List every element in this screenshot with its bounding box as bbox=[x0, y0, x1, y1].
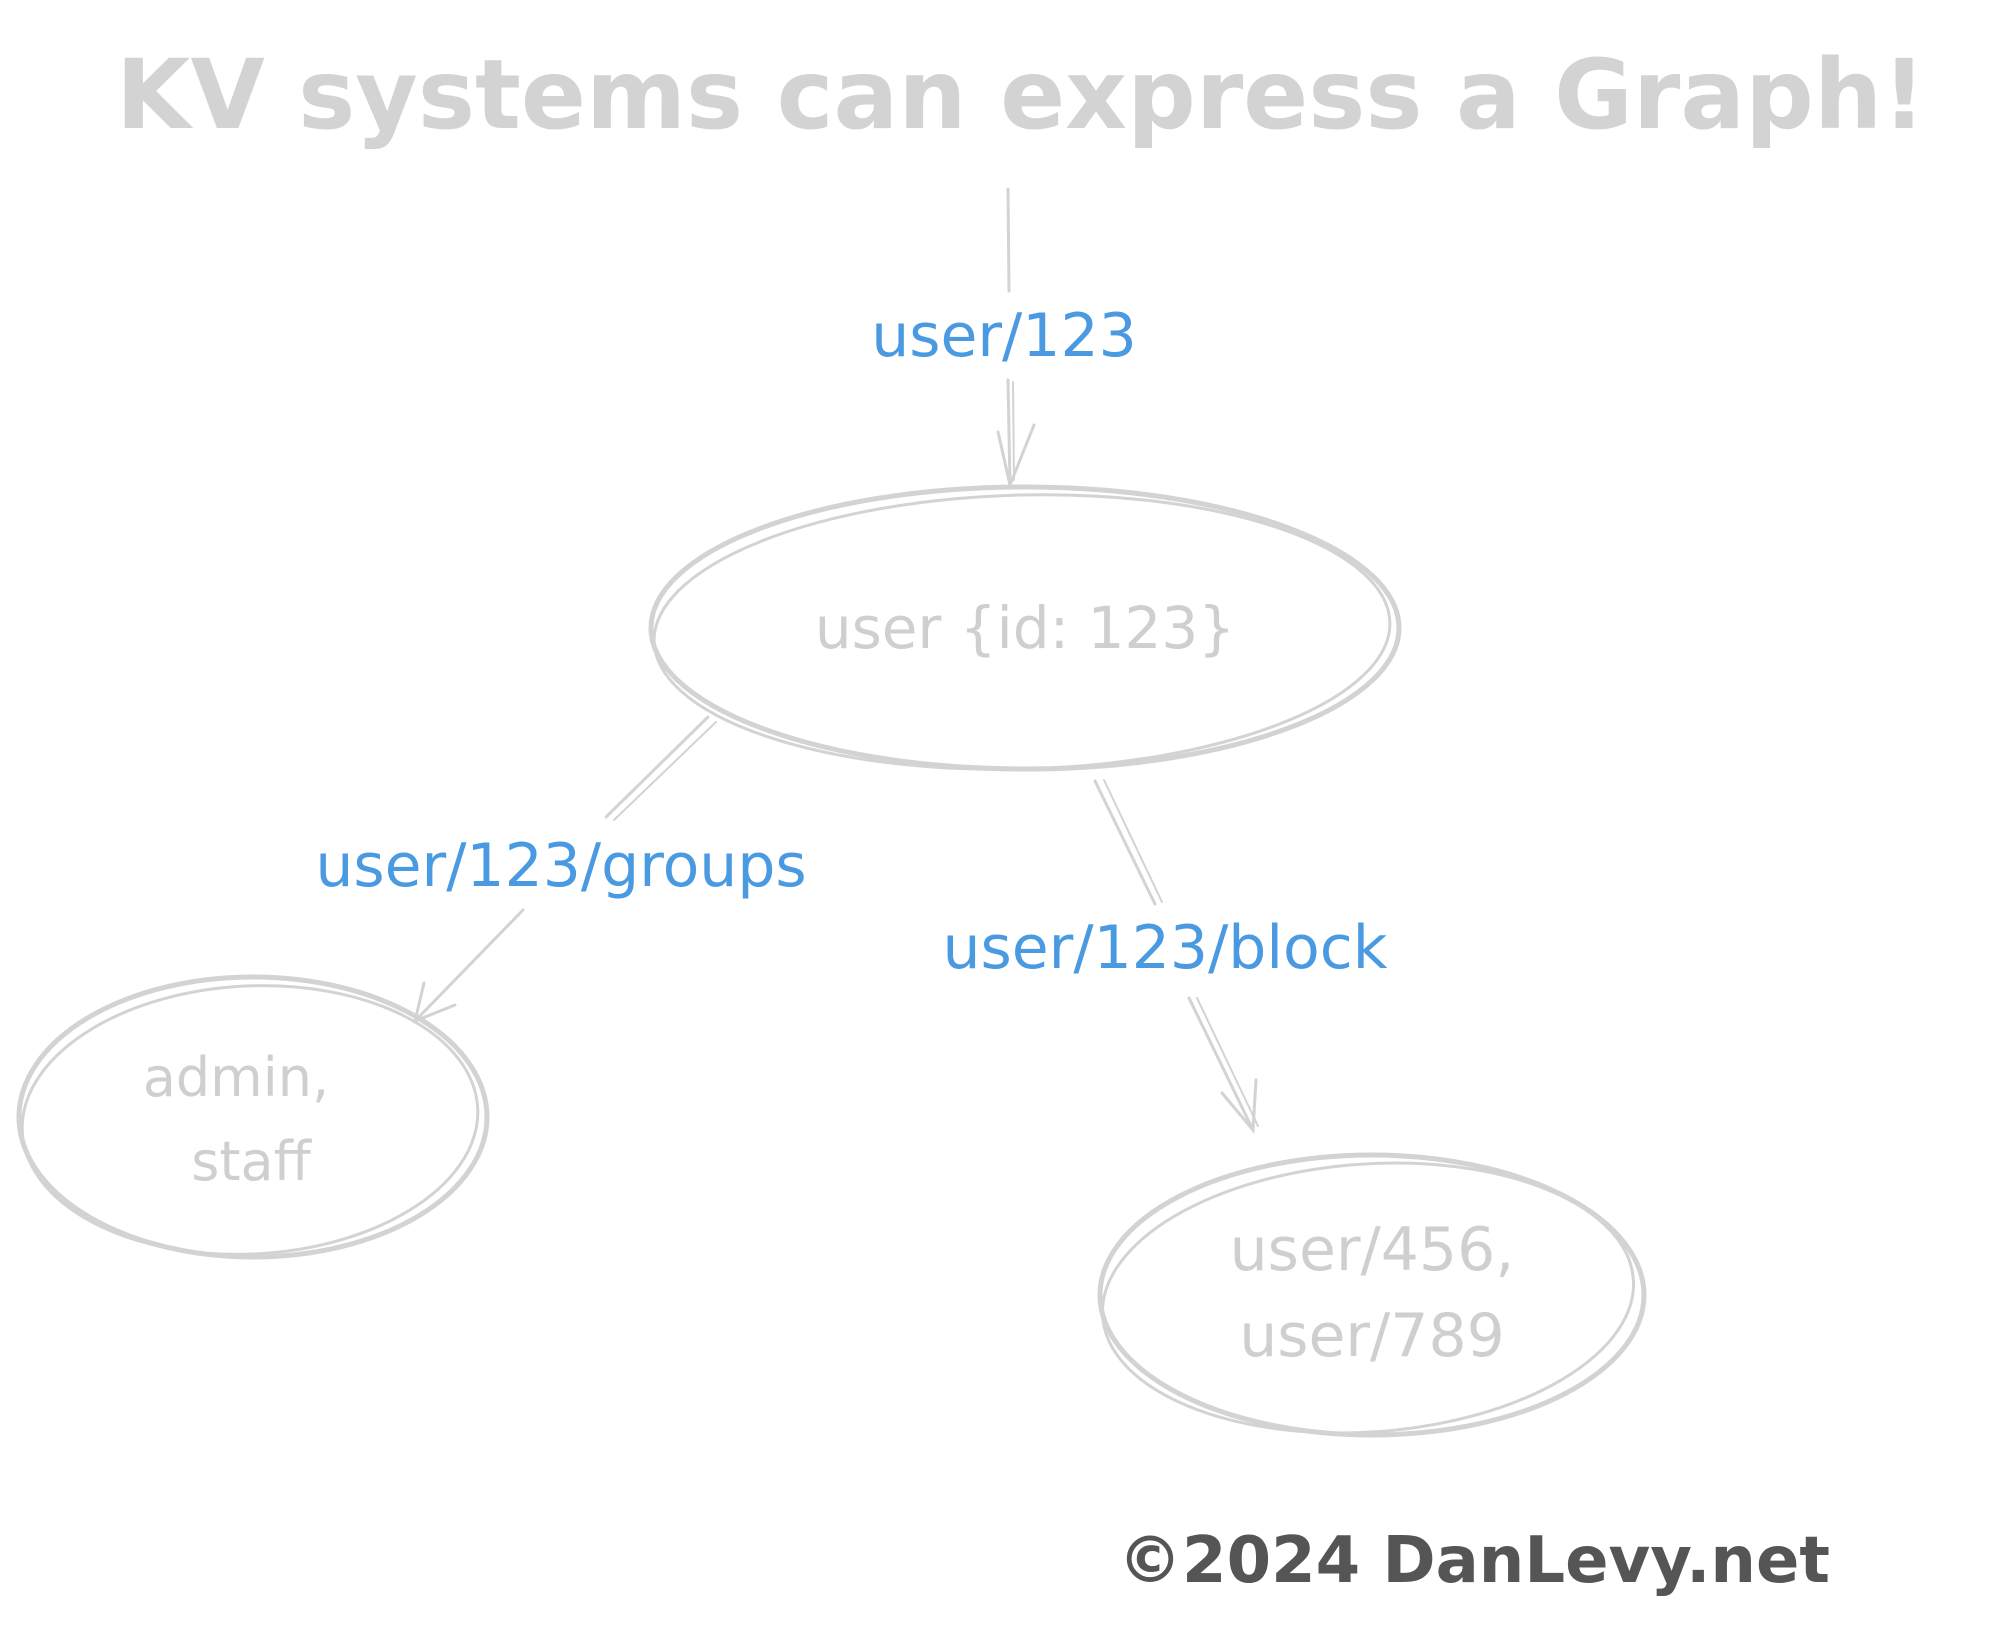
node-groups-line-2: staff bbox=[191, 1130, 312, 1193]
node-user-shape bbox=[648, 484, 1402, 772]
node-user-label: user {id: 123} bbox=[815, 594, 1235, 662]
node-groups-line-1: admin, bbox=[143, 1046, 329, 1109]
edge-label-groups: user/123/groups bbox=[315, 831, 806, 901]
edge-block bbox=[1093, 779, 1259, 1134]
edge-label-entry: user/123 bbox=[871, 301, 1137, 371]
arrowhead-icon bbox=[1220, 1078, 1258, 1134]
node-block-line-2: user/789 bbox=[1239, 1301, 1505, 1371]
edge-label-block: user/123/block bbox=[942, 913, 1387, 983]
node-block-shape bbox=[1097, 1152, 1647, 1438]
node-block-line-1: user/456, bbox=[1230, 1215, 1515, 1285]
arrowhead-icon bbox=[996, 423, 1036, 491]
node-groups-shape bbox=[16, 974, 490, 1260]
diagram-title: KV systems can express a Graph! bbox=[116, 39, 1926, 151]
copyright-footer: ©2024 DanLevy.net bbox=[1118, 1524, 1830, 1598]
